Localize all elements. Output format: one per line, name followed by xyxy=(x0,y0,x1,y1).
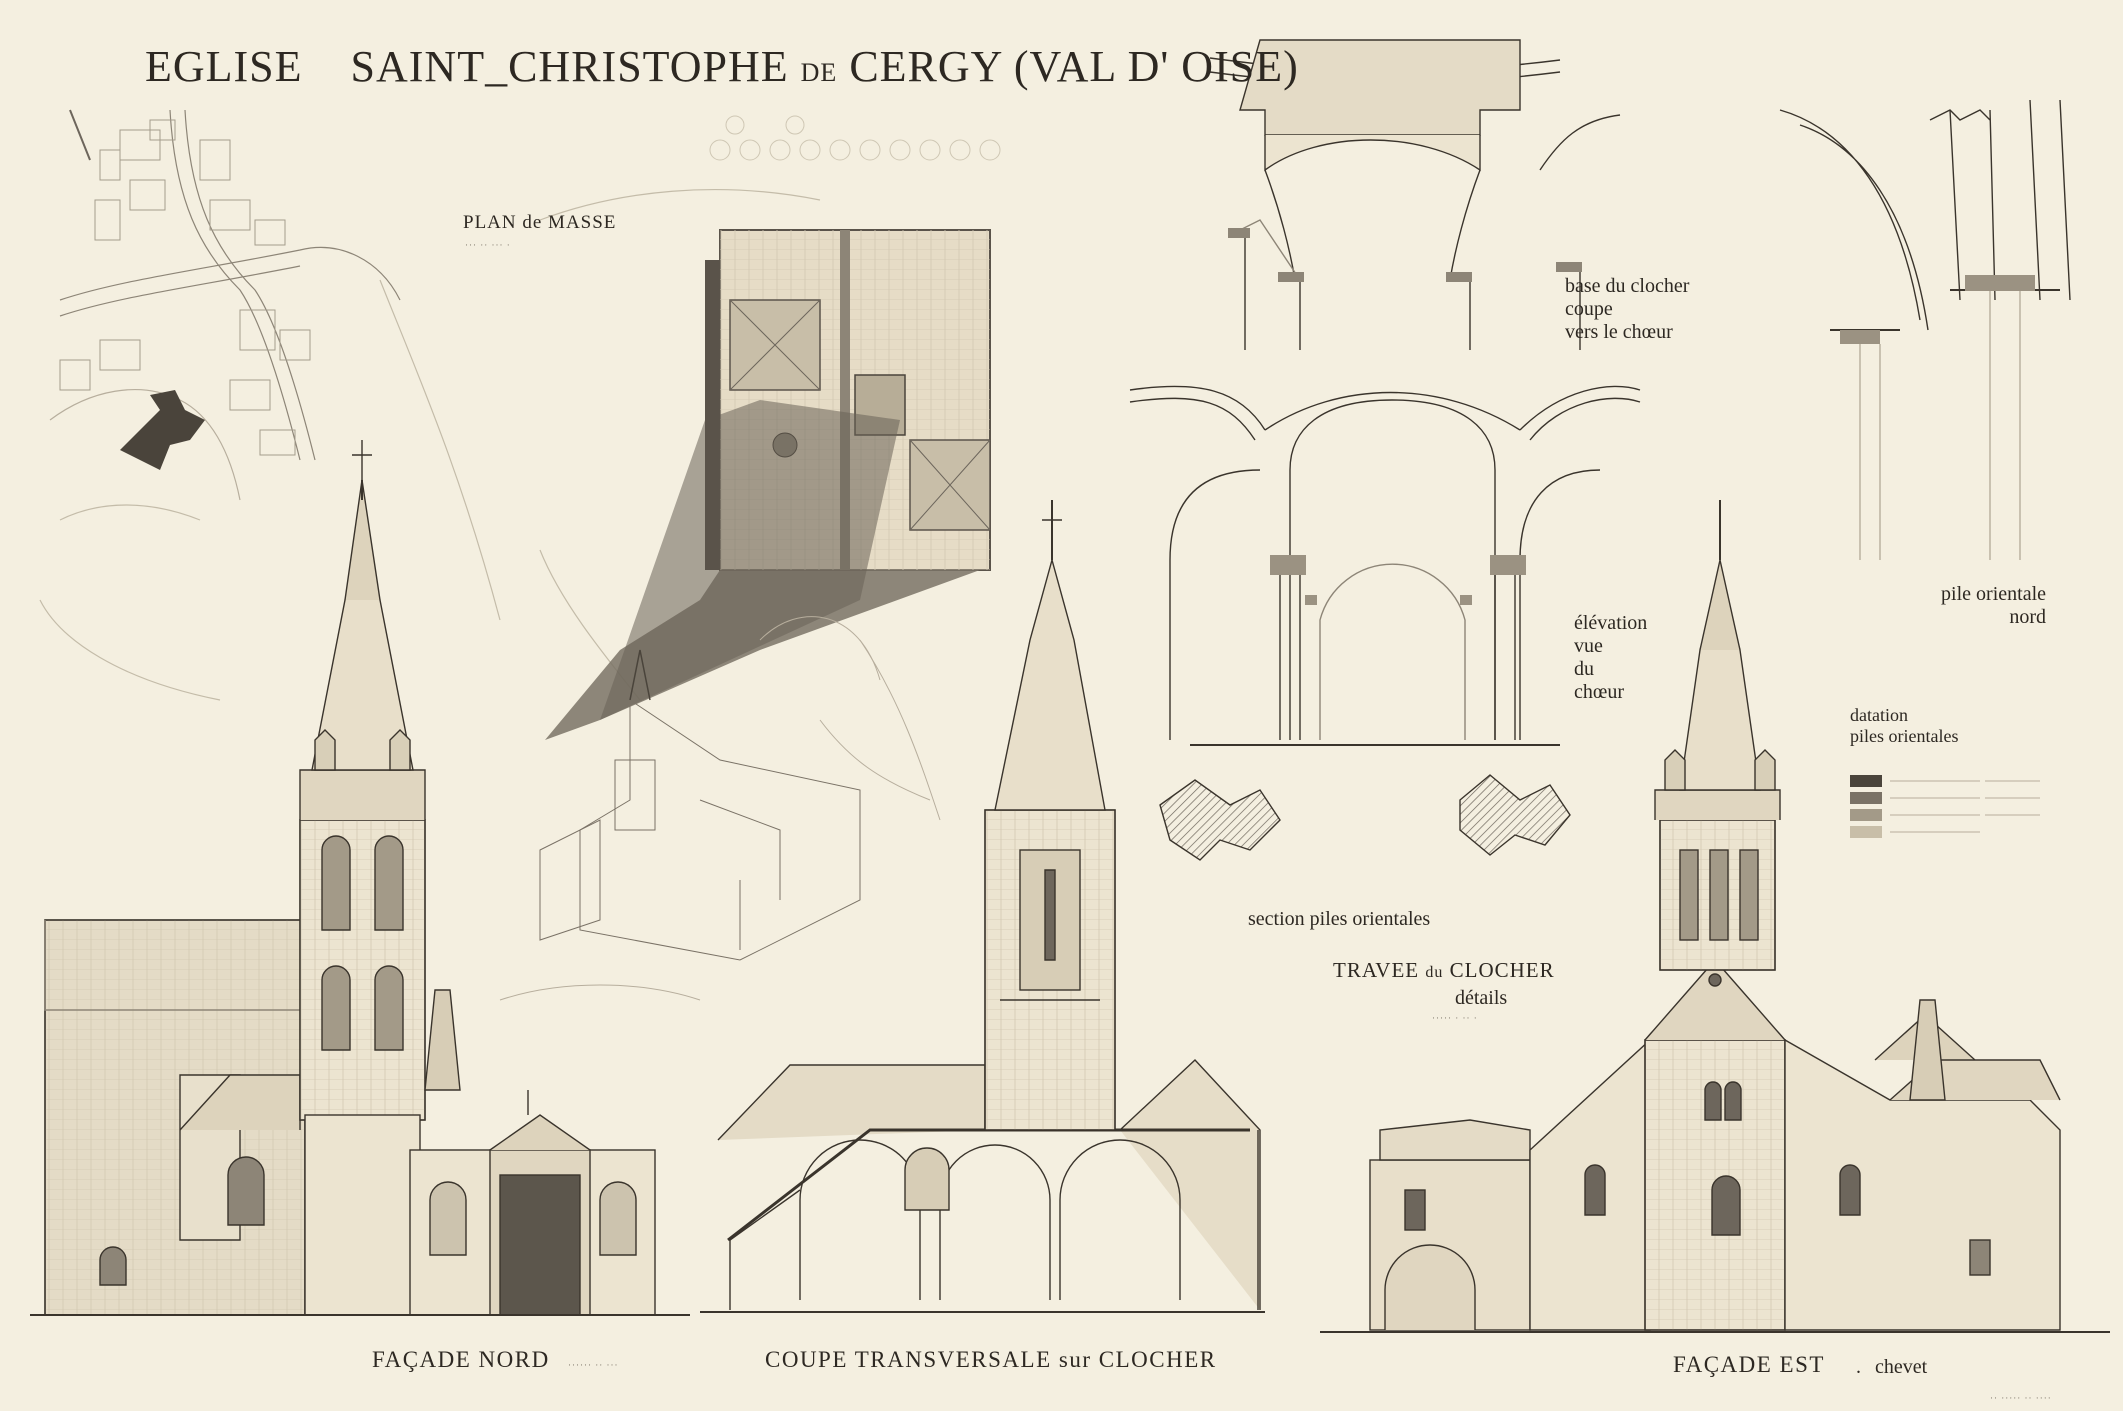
coupe-transversale xyxy=(700,500,1265,1313)
label-elevation-line4: chœur xyxy=(1574,681,1624,703)
label-section-piles: section piles orientales xyxy=(1248,908,1431,930)
label-elevation-line1: élévation xyxy=(1574,612,1648,634)
label-elevation-choeur: élévation vue du chœur xyxy=(1574,612,1647,704)
pile-orientale-nord xyxy=(1779,99,2071,560)
site-plan xyxy=(539,115,1001,740)
datation-legend xyxy=(1850,775,2040,838)
label-coupe-transversale: COUPE TRANSVERSALE sur CLOCHER xyxy=(765,1347,1217,1372)
label-chevet-text: chevet xyxy=(1875,1356,1928,1378)
title-part-saint-christophe: SAINT_CHRISTOPHE xyxy=(350,42,789,91)
facade-nord-scale: ······ ·· ··· xyxy=(568,1360,619,1370)
label-base-clocher-line2: coupe xyxy=(1565,298,1613,320)
title-part-de: DE xyxy=(800,58,838,87)
label-datation-line1: datation xyxy=(1850,705,1908,725)
base-du-clocher-section xyxy=(1209,39,1621,350)
facade-est xyxy=(1320,500,2110,1333)
label-travee-word: TRAVEE xyxy=(1333,958,1420,982)
facade-nord xyxy=(30,440,690,1316)
label-pile-orientale-nord: pile orientale nord xyxy=(1900,583,2046,629)
label-base-clocher-line3: vers le chœur xyxy=(1565,321,1673,343)
label-travee-du: du xyxy=(1425,964,1444,981)
label-facade-nord: FAÇADE NORD xyxy=(372,1347,550,1372)
title-part-eglise: EGLISE xyxy=(145,42,303,91)
label-travee-clocher-word: CLOCHER xyxy=(1449,958,1555,982)
label-details: détails xyxy=(1455,987,1508,1009)
label-base-clocher-line1: base du clocher xyxy=(1565,275,1690,297)
title-part-cergy: CERGY (VAL D' OISE) xyxy=(849,42,1299,91)
label-base-clocher: base du clocher coupe vers le chœur xyxy=(1565,275,1689,344)
label-elevation-line3: du xyxy=(1574,658,1594,680)
town-plan xyxy=(39,109,501,701)
sheet-title: EGLISE SAINT_CHRISTOPHE DE CERGY (VAL D'… xyxy=(145,42,1299,93)
label-travee-clocher: TRAVEE du CLOCHER xyxy=(1333,958,1555,982)
label-chevet: .chevet xyxy=(1856,1356,1928,1378)
signature-mark: ·· ····· ·· ···· xyxy=(1990,1393,2052,1403)
label-datation-line2: piles orientales xyxy=(1850,725,1959,746)
perspective-sketch xyxy=(499,616,941,1001)
label-pile-line1: pile orientale xyxy=(1941,583,2046,605)
label-pile-line2: nord xyxy=(2009,606,2046,628)
plan-de-masse-scale: ··· ·· ··· · xyxy=(465,240,511,250)
label-plan-de-masse: PLAN de MASSE xyxy=(463,212,617,233)
details-scale: ····· · ·· · xyxy=(1432,1013,1478,1023)
label-facade-est: FAÇADE EST xyxy=(1673,1352,1825,1377)
label-elevation-line2: vue xyxy=(1574,635,1603,657)
label-datation: datation piles orientales xyxy=(1850,705,1958,746)
church-footprint xyxy=(120,390,205,470)
elevation-vue-du-choeur xyxy=(1129,385,1641,861)
